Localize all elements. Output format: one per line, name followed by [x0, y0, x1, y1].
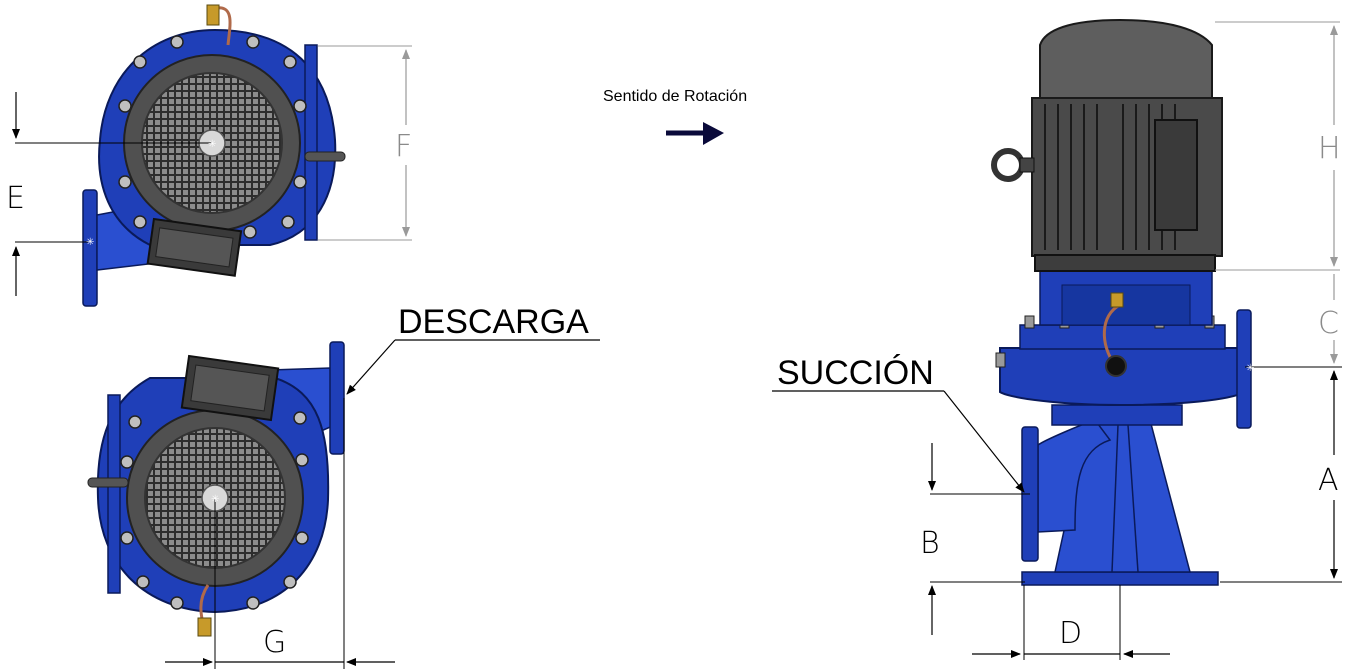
- side-view-motor-skirt: [1034, 254, 1216, 272]
- dimension-g: G: [165, 625, 395, 666]
- dimension-g-label: G: [263, 625, 286, 660]
- discharge-label: DESCARGA: [398, 303, 589, 341]
- bottom-view: ✳: [87, 341, 345, 669]
- top-view-handle: [304, 151, 346, 162]
- side-view-cover-flange: [1019, 324, 1226, 350]
- top-view-right-flange: [304, 44, 318, 241]
- bottom-view-handle: [87, 477, 129, 488]
- dimension-f-label: F: [395, 129, 412, 164]
- top-view-bolts: [118, 35, 307, 239]
- dimension-f: F: [318, 45, 412, 241]
- top-view-gauge-fitting: [206, 4, 220, 26]
- dimension-e: E: [6, 92, 25, 296]
- dimension-c-label: C: [1318, 306, 1339, 341]
- svg-text:✳: ✳: [86, 237, 94, 248]
- side-view-support-plate: [1051, 404, 1183, 426]
- dimension-e-label: E: [6, 181, 25, 216]
- dimension-h-label: H: [1318, 131, 1341, 166]
- top-view: ✳ ✳: [15, 4, 346, 307]
- bottom-view-bolts: [120, 411, 309, 610]
- suction-callout: SUCCIÓN: [772, 354, 1025, 493]
- side-view-motor-terminal: [1154, 119, 1198, 231]
- side-view-gauge: [1105, 355, 1127, 377]
- top-view-left-flange: [82, 189, 98, 307]
- rotation-label: Sentido de Rotación: [603, 88, 747, 105]
- bottom-view-terminal-box: [180, 354, 280, 422]
- discharge-callout: DESCARGA: [346, 303, 600, 395]
- svg-text:✳: ✳: [211, 494, 219, 505]
- side-view-motor-cap: [1039, 18, 1213, 101]
- side-view-lifting-eye-icon: [991, 148, 1025, 182]
- svg-text:✳: ✳: [208, 139, 216, 150]
- bottom-view-side-flange: [107, 394, 121, 594]
- svg-text:✳: ✳: [1246, 363, 1254, 374]
- dimension-d: D: [972, 616, 1170, 658]
- dimension-h: H: [1215, 21, 1341, 271]
- dimension-b: B: [920, 443, 940, 635]
- top-view-terminal-box: [146, 217, 243, 277]
- side-view: ✳: [930, 18, 1342, 660]
- dimension-d-label: D: [1059, 616, 1082, 651]
- bottom-view-gauge-fitting: [197, 617, 212, 637]
- bottom-view-discharge-flange: [329, 341, 345, 455]
- side-view-base: [1021, 571, 1219, 586]
- rotation-indicator: Sentido de Rotación: [603, 88, 747, 145]
- side-view-volute: [999, 347, 1246, 407]
- dimension-c: C: [1318, 274, 1339, 364]
- side-view-suction-elbow: [1037, 419, 1112, 533]
- dimension-b-label: B: [920, 526, 940, 561]
- dimension-a: A: [1318, 370, 1339, 579]
- dimension-a-label: A: [1318, 463, 1339, 498]
- side-view-discharge-flange: [1236, 309, 1252, 429]
- suction-label: SUCCIÓN: [777, 354, 934, 392]
